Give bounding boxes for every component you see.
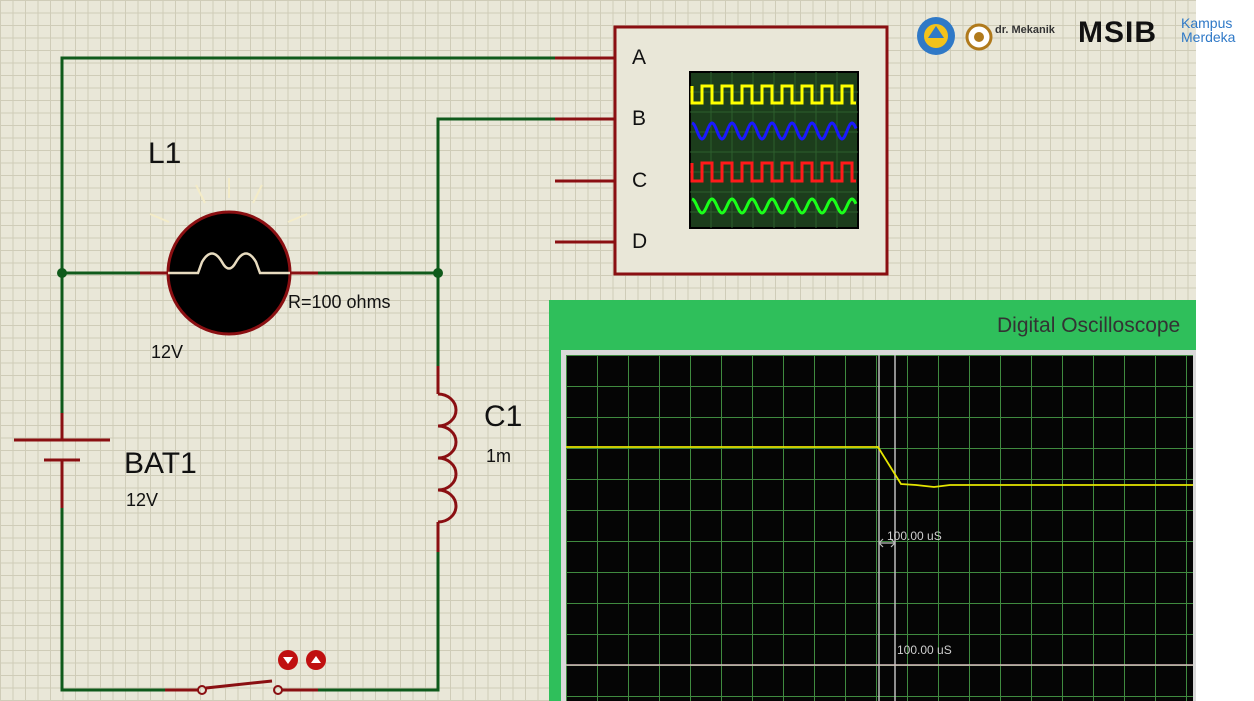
trace-b-sine <box>691 121 858 141</box>
merdeka-text: Merdeka <box>1181 29 1236 45</box>
trace-c-square <box>690 161 856 183</box>
wire-b[interactable] <box>436 117 555 366</box>
inductor-ref-label: C1 <box>484 400 523 433</box>
switch-down-button[interactable] <box>278 650 298 670</box>
lamp-ref-label: L1 <box>148 137 182 170</box>
kampus-merdeka-logo: Kampus Merdeka <box>1181 16 1235 44</box>
lamp-l1[interactable] <box>140 178 318 336</box>
time-marker-2: 100.00 uS <box>897 643 952 657</box>
junction-right <box>433 268 443 278</box>
battery-bat1[interactable] <box>14 413 110 508</box>
wire-bottom-right[interactable] <box>318 552 440 692</box>
switch[interactable] <box>165 679 318 695</box>
switch-up-button[interactable] <box>306 650 326 670</box>
lamp-rays <box>149 178 308 223</box>
dr-mekanik-logo-text: dr. Mekanik <box>995 24 1055 36</box>
wires <box>60 56 555 692</box>
kampus-text: Kampus <box>1181 15 1233 31</box>
lamp-resistance-label: R=100 ohms <box>288 292 391 312</box>
dr-mekanik-emblem <box>965 23 993 51</box>
time-marker-1: 100.00 uS <box>887 529 942 543</box>
pin-d-label: D <box>632 230 648 253</box>
tut-wuri-logo <box>917 17 955 55</box>
time-delta-arrow <box>878 538 896 548</box>
oscilloscope-symbol[interactable] <box>555 25 889 276</box>
scope-window-title: Digital Oscilloscope <box>997 314 1181 337</box>
scope-display[interactable]: 100.00 uS 100.00 uS <box>566 355 1193 701</box>
pin-a-label: A <box>632 46 647 69</box>
junction-left <box>57 268 67 278</box>
trace-a-square <box>690 84 856 105</box>
wire-a[interactable] <box>60 56 555 413</box>
inductor-c1[interactable] <box>436 366 458 552</box>
trace-d-sine <box>691 197 858 215</box>
msib-logo: MSIB <box>1078 16 1157 49</box>
battery-ref-label: BAT1 <box>124 447 197 480</box>
lamp-voltage-label: 12V <box>151 342 184 362</box>
wire-bottom-left[interactable] <box>60 508 165 692</box>
pin-c-label: C <box>632 169 648 192</box>
battery-voltage-label: 12V <box>126 490 159 510</box>
pin-b-label: B <box>632 107 647 130</box>
inductor-value-label: 1m <box>486 446 512 466</box>
scope-trace-a <box>566 446 1193 488</box>
